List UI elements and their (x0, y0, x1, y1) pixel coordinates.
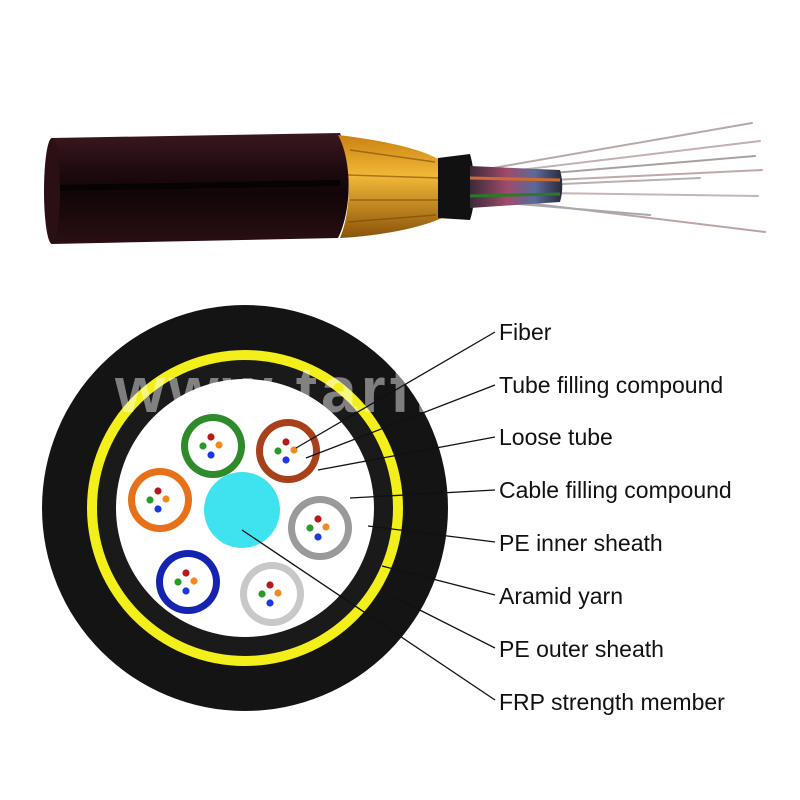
cable-cross-section (42, 305, 448, 711)
label-aramid-yarn: Aramid yarn (499, 583, 623, 609)
tube-filling-compound (135, 475, 185, 525)
labels: Fiber Tube filling compound Loose tube C… (499, 319, 732, 715)
fiber-dot (314, 515, 322, 523)
loose-tubes (128, 414, 352, 626)
tube-filling-compound (188, 421, 238, 471)
label-cable-filling-compound: Cable filling compound (499, 477, 732, 503)
frp-strength-member (204, 472, 280, 548)
fiber-dot (290, 446, 298, 454)
fiber-dot (190, 577, 198, 585)
leader-lines (241, 331, 496, 701)
fiber-dot (266, 581, 274, 589)
fiber-dot (199, 442, 207, 450)
leader-loose-tube (317, 436, 496, 471)
fiber-dot (314, 533, 322, 541)
fiber-dot (306, 524, 314, 532)
tube-filling-compound (263, 426, 313, 476)
label-frp-strength-member: FRP strength member (499, 689, 725, 715)
leader-cable-filling-compound (349, 489, 496, 499)
leader-tube-filling-compound (305, 384, 496, 459)
leader-frp-strength-member (241, 529, 496, 701)
fiber-dot (146, 496, 154, 504)
label-fiber: Fiber (499, 319, 552, 345)
fiber-dot (322, 523, 330, 531)
tube-filling-compound (295, 503, 345, 553)
fiber-dot (207, 451, 215, 459)
loose-tube-orange-tube (128, 468, 192, 532)
fiber-dot (274, 589, 282, 597)
fiber-dot (274, 447, 282, 455)
leader-aramid-yarn (381, 565, 496, 596)
leader-pe-outer-sheath (395, 597, 496, 649)
fiber-dot (182, 587, 190, 595)
loose-tube-gray-tube (288, 496, 352, 560)
loose-tube-green-tube (181, 414, 245, 478)
cable-side-view (44, 122, 766, 244)
fiber-dot (207, 433, 215, 441)
label-tube-filling-compound: Tube filling compound (499, 372, 723, 398)
fiber-dot (266, 599, 274, 607)
tube-filling-compound (247, 569, 297, 619)
fiber-dot (282, 456, 290, 464)
fiber-dot (215, 441, 223, 449)
tube-filling-compound (163, 557, 213, 607)
fiber-dot (182, 569, 190, 577)
fiber-dot (174, 578, 182, 586)
loose-tube-white-tube (240, 562, 304, 626)
inner-sheath (438, 154, 475, 220)
label-pe-inner-sheath: PE inner sheath (499, 530, 663, 556)
leader-fiber (295, 331, 496, 449)
loose-tube-bundle (470, 166, 563, 208)
aramid-yarn-layer (338, 135, 442, 238)
fiber-dot (154, 505, 162, 513)
label-pe-outer-sheath: PE outer sheath (499, 636, 664, 662)
loose-tube-brown-tube (256, 419, 320, 483)
leader-pe-inner-sheath (367, 525, 496, 543)
label-loose-tube: Loose tube (499, 424, 613, 450)
fiber-dot (282, 438, 290, 446)
watermark: www.tarfiy.com (114, 354, 637, 426)
fiber-dot (154, 487, 162, 495)
fiber-dot (162, 495, 170, 503)
loose-tube-blue-tube (156, 550, 220, 614)
fiber-dot (258, 590, 266, 598)
cable-jacket (52, 133, 349, 244)
